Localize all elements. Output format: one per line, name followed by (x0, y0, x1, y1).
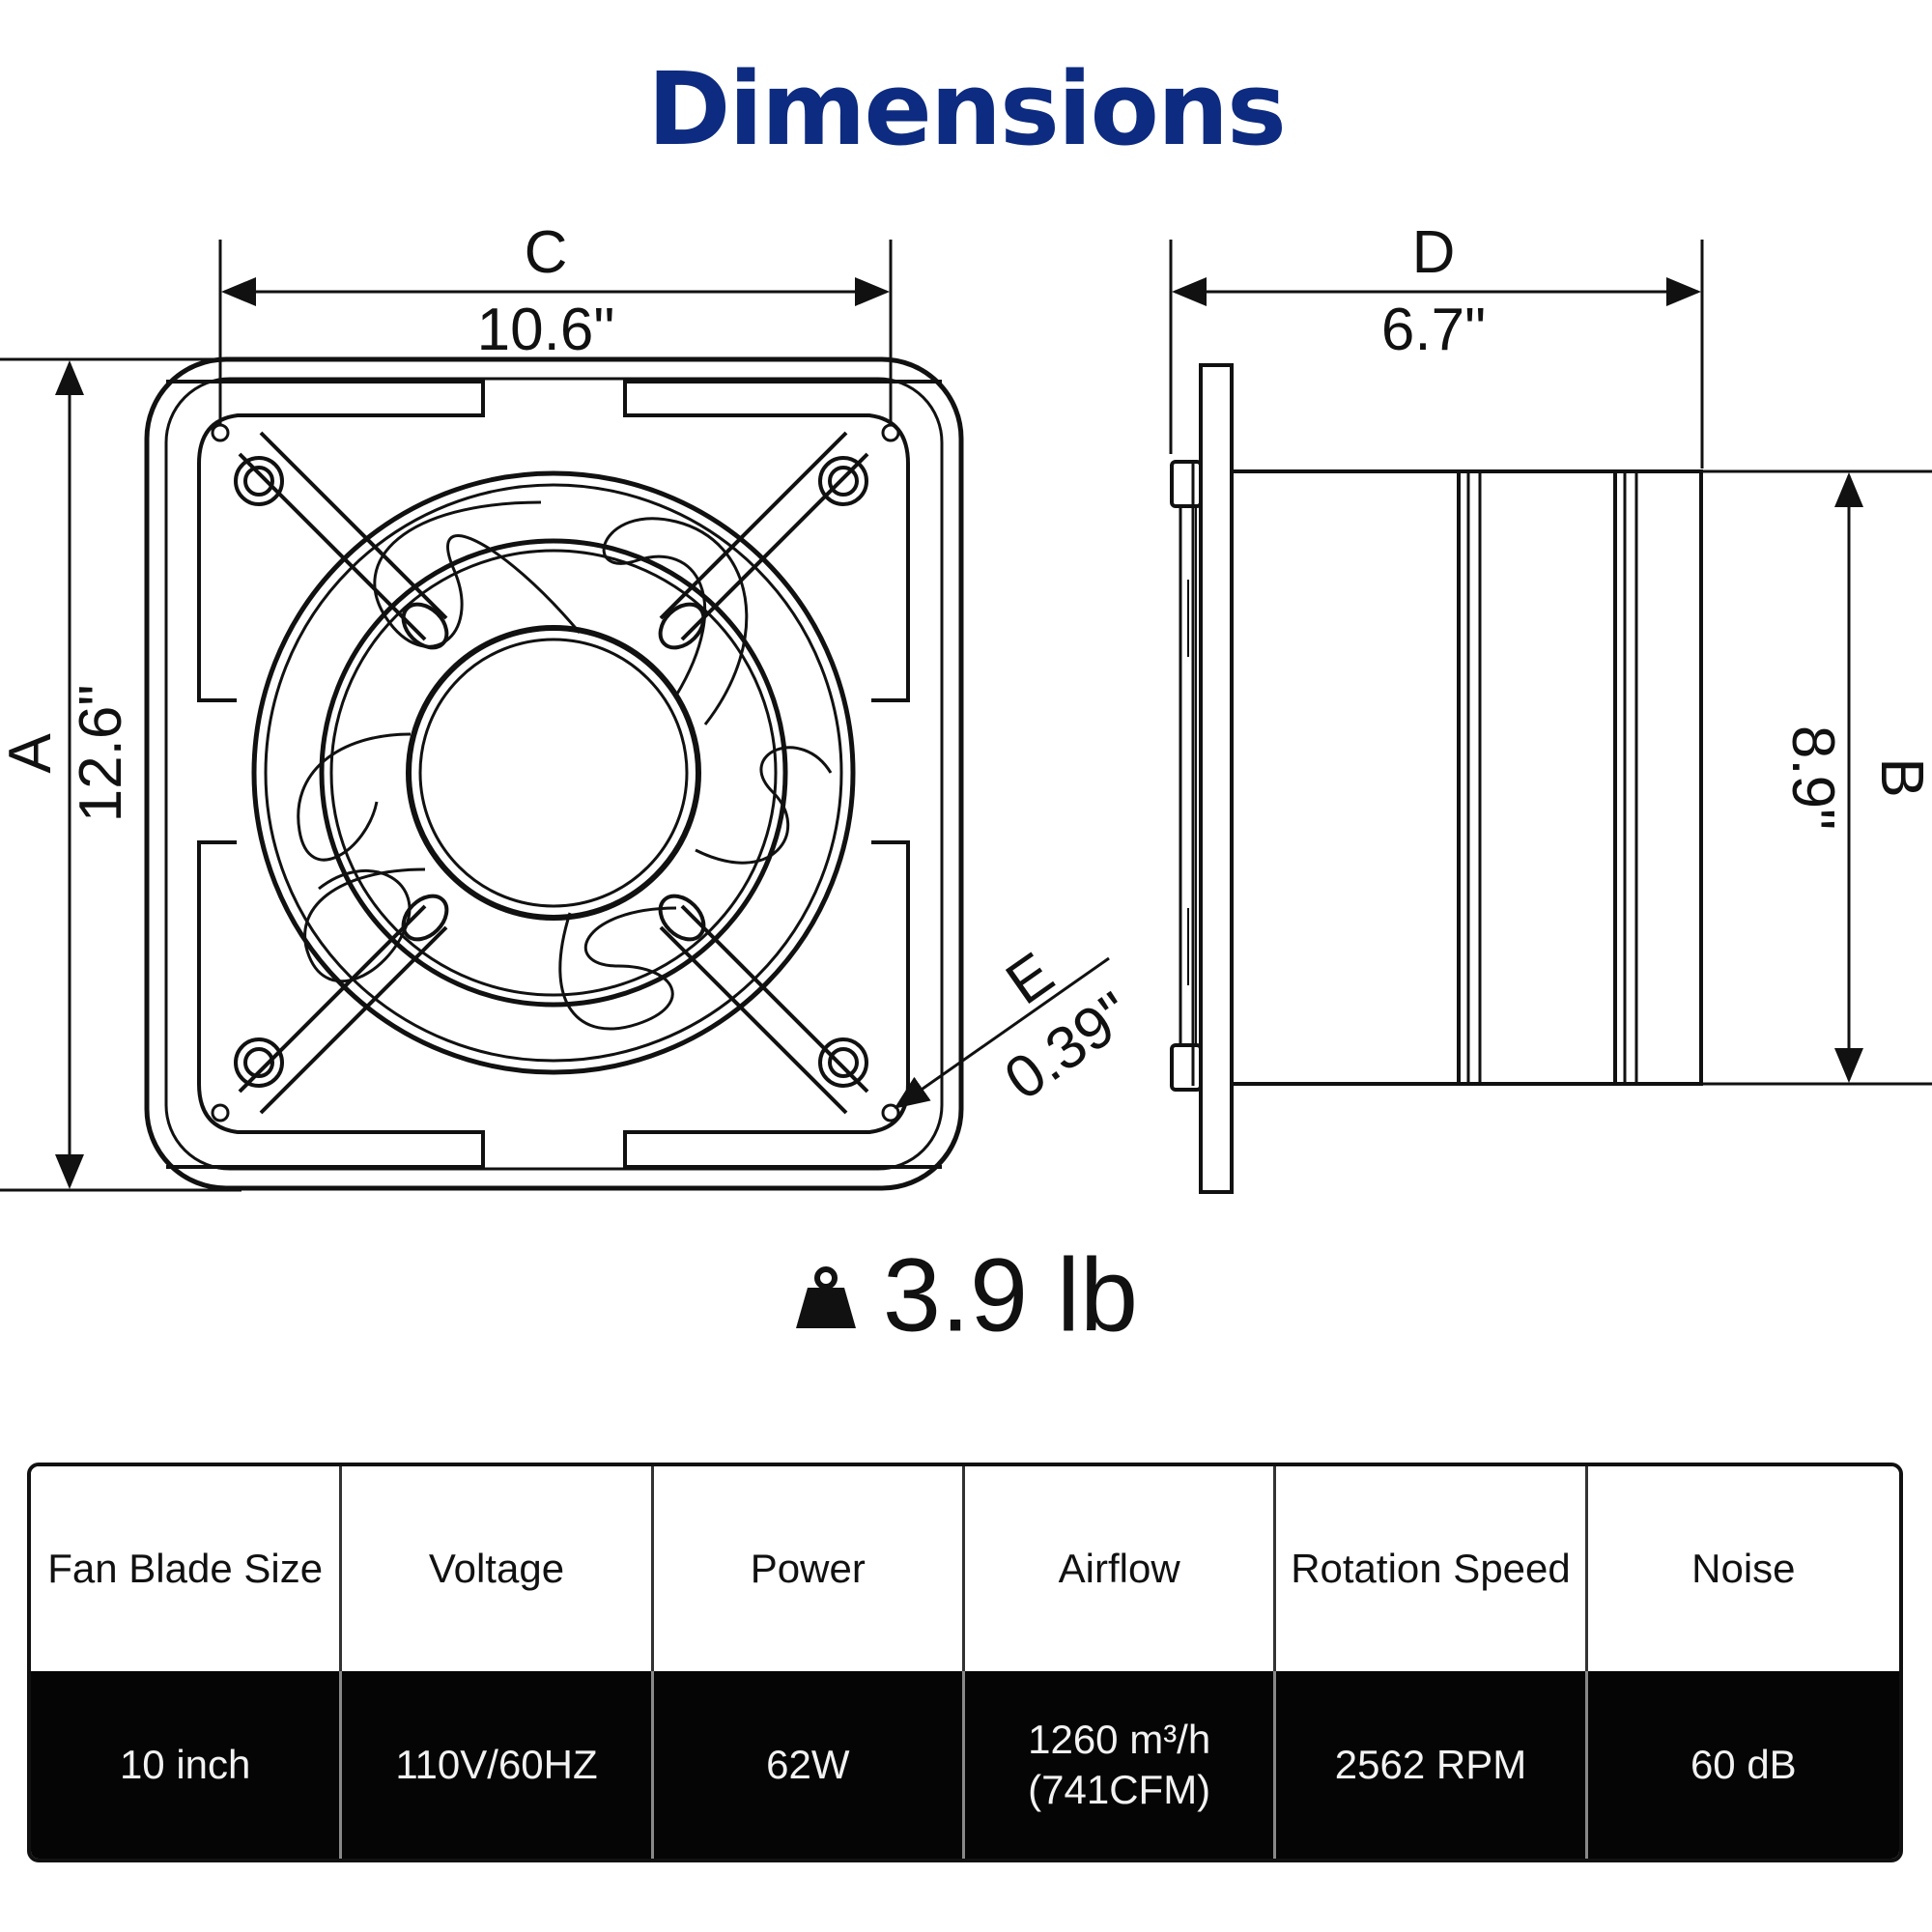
dim-line-e (894, 956, 1110, 1109)
value-a: 12.6" (68, 685, 134, 823)
side-dimensions (1169, 240, 1932, 1086)
front-outer-plate (144, 356, 964, 1191)
fan-blades (297, 500, 833, 1031)
front-dimensions (0, 240, 1110, 1192)
label-b: B (1868, 757, 1932, 797)
label-e: E (995, 940, 1065, 1017)
spec-value-noise: 60 dB (1587, 1671, 1899, 1859)
side-duct (1230, 469, 1703, 1086)
airflow-cfm: (741CFM) (1028, 1767, 1211, 1812)
label-d: D (1412, 219, 1456, 286)
side-view (1170, 363, 1703, 1194)
value-d: 6.7" (1381, 297, 1486, 363)
spec-value-voltage: 110V/60HZ (342, 1671, 654, 1859)
spec-header-power: Power (653, 1466, 965, 1671)
value-e: 0.39" (993, 980, 1144, 1113)
side-flange (1199, 363, 1234, 1194)
spec-value-airflow: 1260 m³/h (741CFM) (965, 1671, 1277, 1859)
spec-header-voltage: Voltage (342, 1466, 654, 1671)
spec-value-rotation-speed: 2562 RPM (1276, 1671, 1588, 1859)
page-title: Dimensions (647, 50, 1287, 168)
spec-table: Fan Blade Size Voltage Power Airflow Rot… (27, 1463, 1903, 1862)
value-c: 10.6" (477, 297, 615, 363)
spec-header-noise: Noise (1587, 1466, 1899, 1671)
spec-value-fan-blade-size: 10 inch (31, 1671, 343, 1859)
support-arms (234, 431, 869, 1115)
weight-value: 3.9 lb (882, 1236, 1139, 1353)
fan-hub (406, 625, 701, 921)
weight-display: 3.9 lb (0, 1229, 1932, 1352)
spec-value-power: 62W (653, 1671, 965, 1859)
spec-header-airflow: Airflow (965, 1466, 1277, 1671)
label-a: A (0, 733, 64, 774)
spec-header-rotation-speed: Rotation Speed (1276, 1466, 1588, 1671)
weight-icon (794, 1236, 858, 1352)
grille-outer-ring (251, 470, 856, 1075)
label-c: C (525, 219, 568, 286)
spec-header-fan-blade-size: Fan Blade Size (31, 1466, 343, 1671)
value-b: 8.9" (1779, 725, 1846, 830)
dimension-drawing: C 10.6" A 12.6" E 0.39" D 6.7" B 8.9" (0, 219, 1932, 1194)
airflow-metric: 1260 m³/h (1028, 1717, 1211, 1762)
front-view (144, 356, 964, 1191)
